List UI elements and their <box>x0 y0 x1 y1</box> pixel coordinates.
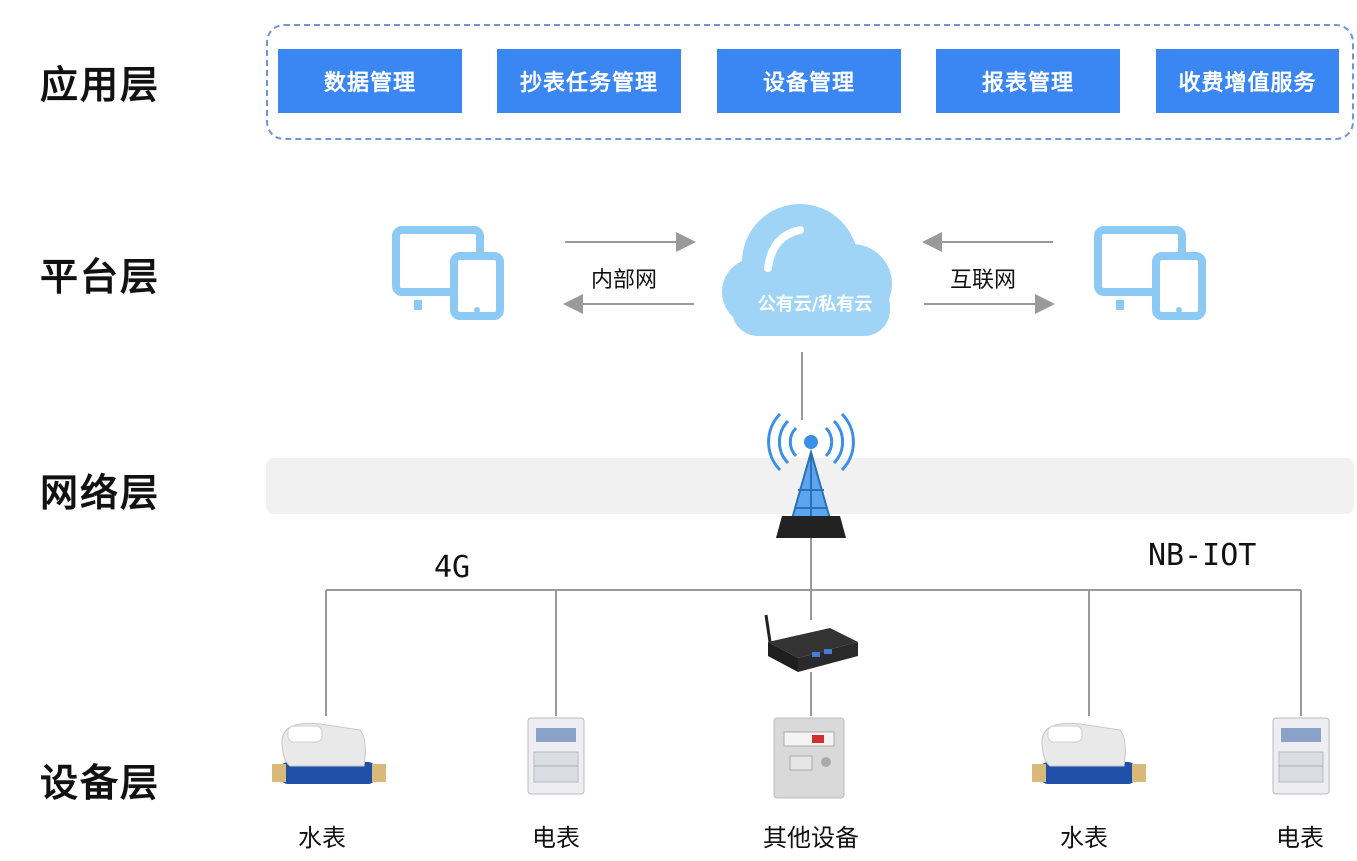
other-device-icon <box>773 717 845 799</box>
cloud-icon <box>722 204 892 336</box>
left-link-arrows <box>563 232 696 314</box>
device-label-electric-meter-2: 电表 <box>1276 824 1324 852</box>
device-label-water-meter-1: 水表 <box>298 824 346 852</box>
device-label-water-meter-2: 水表 <box>1060 824 1108 852</box>
module-meter-reading-task[interactable]: 抄表任务管理 <box>497 49 681 113</box>
water-meter-icon-left <box>272 722 386 784</box>
gateway-router-icon <box>764 614 858 672</box>
application-layer-frame <box>266 24 1354 140</box>
layer-label-network: 网络层 <box>40 471 161 515</box>
device-bus-lines <box>325 589 1302 716</box>
module-device-management[interactable]: 设备管理 <box>717 49 901 113</box>
protocol-left-label: 4G <box>434 550 471 585</box>
water-meter-icon-right <box>1032 722 1146 784</box>
cloud-label: 公有云/私有云 <box>757 294 873 315</box>
signal-tower-icon <box>767 412 855 538</box>
layer-label-device: 设备层 <box>40 761 161 805</box>
protocol-right-label: NB-IOT <box>1148 538 1257 573</box>
right-link-arrows <box>922 232 1055 314</box>
electric-meter-icon-left <box>527 717 585 795</box>
right-terminal-icon <box>1094 226 1206 320</box>
left-link-label: 内部网 <box>591 268 658 293</box>
device-label-electric-meter-1: 电表 <box>532 824 580 852</box>
right-link-label: 互联网 <box>950 268 1017 293</box>
electric-meter-icon-right <box>1272 717 1330 795</box>
left-terminal-icon <box>392 226 504 320</box>
layer-label-application: 应用层 <box>40 63 161 107</box>
module-report-management[interactable]: 报表管理 <box>936 49 1120 113</box>
layer-label-platform: 平台层 <box>40 255 161 299</box>
device-label-other-device: 其他设备 <box>763 824 859 852</box>
module-data-management[interactable]: 数据管理 <box>278 49 462 113</box>
module-billing-value-added[interactable]: 收费增值服务 <box>1156 49 1339 113</box>
